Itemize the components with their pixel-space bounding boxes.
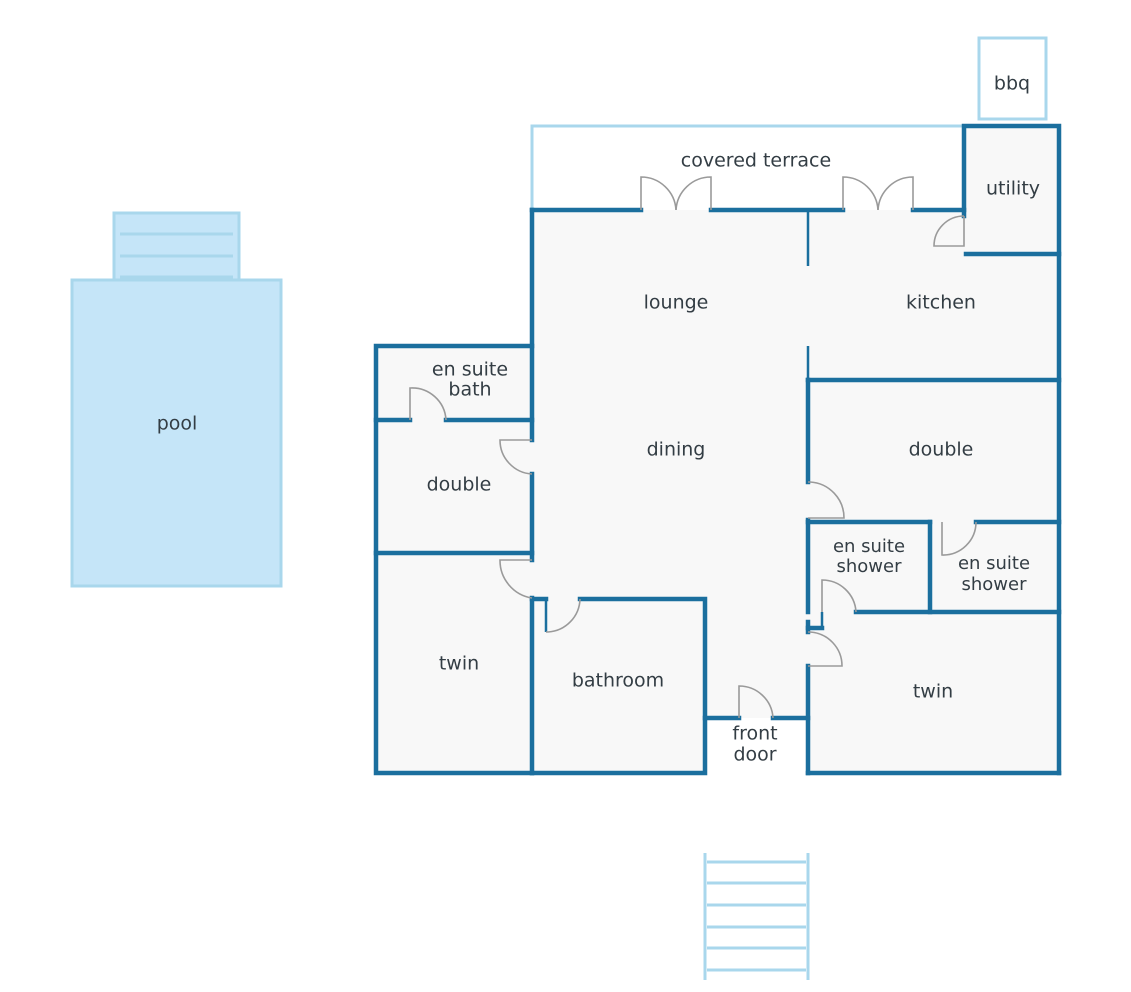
door-swing — [842, 176, 879, 211]
wall — [373, 343, 535, 776]
double-left-label: double — [427, 474, 492, 496]
pool-basin — [70, 278, 283, 588]
front-door-label-line1: front — [732, 723, 777, 745]
door-swing — [877, 176, 914, 211]
door-swing — [941, 521, 977, 556]
en-suite-shower-b-label-line2: shower — [962, 574, 1028, 595]
pool-label: pool — [157, 413, 198, 435]
twin-right-label: twin — [913, 681, 953, 703]
en-suite-shower-b-label-line1: en suite — [958, 553, 1030, 574]
bbq-outline — [977, 36, 1048, 121]
door-swing — [499, 439, 533, 475]
utility-label: utility — [986, 178, 1040, 200]
bathroom-label: bathroom — [572, 670, 664, 692]
covered-terrace-outline — [530, 124, 964, 210]
double-right-label: double — [909, 439, 974, 461]
door-swing — [933, 215, 965, 247]
kitchen-label: kitchen — [906, 292, 976, 314]
en-suite-bath-label-line1: en suite — [432, 359, 508, 381]
pool-steps — [112, 211, 241, 283]
en-suite-bath-label-line2: bath — [448, 379, 491, 401]
room-labels: utility lounge kitchen en suite bath dou… — [427, 178, 1040, 766]
door-swing — [499, 559, 533, 599]
door-swing — [675, 176, 712, 211]
doors — [409, 176, 977, 719]
en-suite-shower-a-label-line2: shower — [837, 556, 903, 577]
door-swing — [409, 387, 447, 421]
door-swing — [738, 685, 774, 719]
front-steps — [703, 853, 810, 980]
bbq-label: bbq — [994, 73, 1030, 95]
door-swing — [821, 579, 857, 613]
wall — [961, 123, 1062, 776]
covered-terrace-label: covered terrace — [681, 150, 831, 172]
walls — [373, 123, 1062, 776]
door-swing — [640, 176, 677, 211]
door-swing — [808, 481, 845, 519]
twin-left-label: twin — [439, 653, 479, 675]
door-swing — [546, 598, 581, 633]
front-door-label-line2: door — [733, 744, 776, 766]
door-swing — [808, 631, 843, 667]
lounge-label: lounge — [644, 292, 709, 314]
en-suite-shower-a-label-line1: en suite — [833, 536, 905, 557]
dining-label: dining — [647, 439, 706, 461]
wall — [529, 596, 708, 776]
pool-area: pool — [70, 211, 283, 588]
